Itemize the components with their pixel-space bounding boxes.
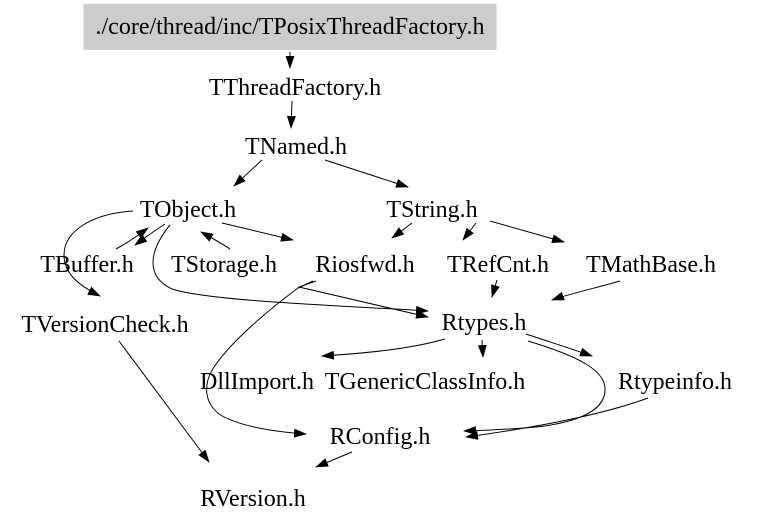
- edge-Riosfwd-to-RConfig: [206, 280, 314, 438]
- node-Riosfwd[interactable]: Riosfwd.h: [315, 251, 415, 278]
- node-TVersionCheck[interactable]: TVersionCheck.h: [21, 311, 189, 338]
- node-DllImport[interactable]: DllImport.h: [200, 368, 314, 395]
- edge-TVersionCheck-to-RVersion: [118, 340, 210, 463]
- node-TString[interactable]: TString.h: [386, 196, 478, 223]
- edge-TBuffer-to-TObject: [115, 227, 149, 250]
- edge-TObject-to-TBuffer: [134, 223, 166, 246]
- edge-Rtypes-to-DllImport: [321, 338, 446, 360]
- node-TStorage[interactable]: TStorage.h: [171, 251, 277, 278]
- node-TObject[interactable]: TObject.h: [139, 196, 237, 223]
- edge-TThreadFactory-to-TNamed: [286, 100, 296, 129]
- edge-TString-to-TMathBase: [489, 220, 565, 244]
- edge-TObject-to-Riosfwd: [221, 222, 294, 242]
- node-TRefCnt[interactable]: TRefCnt.h: [447, 251, 549, 278]
- edge-TNamed-to-TObject: [233, 159, 263, 187]
- node-Rtypeinfo[interactable]: Rtypeinfo.h: [618, 368, 732, 395]
- edge-Rtypes-to-RConfig: [463, 340, 606, 436]
- node-TThreadFactory[interactable]: TThreadFactory.h: [208, 74, 382, 101]
- edge-Rtypeinfo-to-RConfig: [465, 397, 649, 440]
- edge-Riosfwd-to-Rtypes: [297, 280, 429, 319]
- node-TPosixThreadFactory: ./core/thread/inc/TPosixThreadFactory.h: [83, 3, 497, 51]
- edge-TObject-to-TVersionCheck: [63, 210, 134, 297]
- edge-TNamed-to-TString: [324, 159, 409, 188]
- edge-RConfig-to-RVersion: [315, 451, 353, 468]
- node-TNamed[interactable]: TNamed.h: [245, 133, 347, 160]
- edge-TObject-to-Rtypes: [152, 224, 429, 315]
- edge-TRefCnt-to-Rtypes: [491, 279, 500, 298]
- edge-Rtypes-to-Rtypeinfo: [525, 333, 593, 357]
- node-Rtypes[interactable]: Rtypes.h: [441, 309, 527, 336]
- edge-Rtypes-to-TGenericClassInfo: [477, 339, 487, 358]
- edge-group: [63, 52, 649, 468]
- edge-TStorage-to-TObject: [200, 231, 231, 250]
- edge-TString-to-TRefCnt: [462, 222, 477, 241]
- node-TGenericClassInfo[interactable]: TGenericClassInfo.h: [324, 368, 526, 395]
- node-TMathBase[interactable]: TMathBase.h: [586, 251, 716, 278]
- edge-TString-to-Riosfwd: [391, 222, 413, 239]
- node-RConfig[interactable]: RConfig.h: [329, 423, 431, 450]
- edge-TMathBase-to-Rtypes: [551, 280, 621, 301]
- node-RVersion[interactable]: RVersion.h: [200, 485, 306, 512]
- node-TBuffer[interactable]: TBuffer.h: [40, 251, 134, 278]
